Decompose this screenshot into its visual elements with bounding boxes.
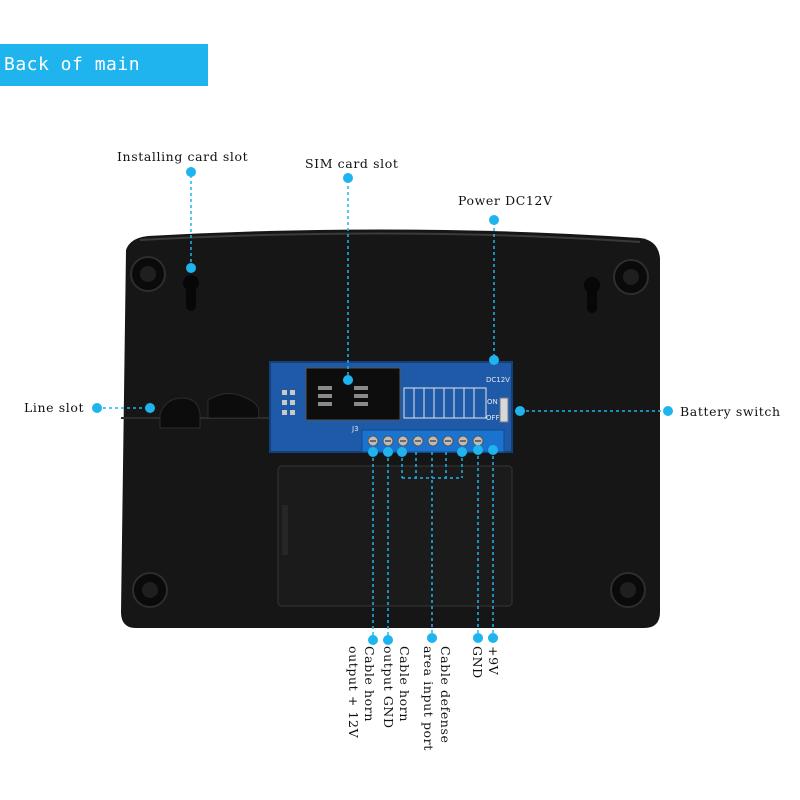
pcb-off-label: OFF xyxy=(486,414,500,422)
screw-bottom-right-icon xyxy=(610,572,646,608)
label-defense-area-line1: Cable defense xyxy=(438,646,453,744)
label-plus-9v: +9V xyxy=(486,646,501,676)
label-cable-horn-gnd-line1: output GND xyxy=(381,646,396,729)
label-line-slot: Line slot xyxy=(24,400,85,415)
callout-dot-sim xyxy=(343,173,353,183)
label-cable-horn-12v-line1: Cable horn xyxy=(362,646,377,722)
terminal-screws xyxy=(367,435,484,447)
pcb-dc-label: DC12V xyxy=(486,376,510,384)
callout-dot-installing xyxy=(186,167,196,177)
label-power-dc12v: Power DC12V xyxy=(458,193,553,208)
label-battery-switch: Battery switch xyxy=(680,404,781,419)
label-cable-horn-12v-line2: output + 12V xyxy=(346,646,361,739)
label-gnd: GND xyxy=(470,646,485,679)
pcb-terminal-label: J3 xyxy=(351,425,359,433)
callout-dot-power xyxy=(489,215,499,225)
battery-cover xyxy=(277,465,513,607)
label-cable-horn-gnd-line2: Cable horn xyxy=(397,646,412,722)
pcb-on-label: ON xyxy=(487,398,498,406)
label-sim-card-slot: SIM card slot xyxy=(305,156,399,171)
label-installing-card-slot: Installing card slot xyxy=(117,149,249,164)
mounting-keyhole-right-icon xyxy=(584,277,600,313)
mounting-keyhole-left-icon xyxy=(183,275,199,311)
label-defense-area-line2: area input port xyxy=(421,646,436,751)
screw-top-left-icon xyxy=(130,256,166,292)
section-banner: Back of main engine xyxy=(0,44,208,117)
line-slot-clip-right xyxy=(207,393,260,419)
battery-switch-knob xyxy=(499,397,509,423)
line-slot-clip-left xyxy=(159,397,201,429)
callout-dot-line xyxy=(92,403,102,413)
screw-top-right-icon xyxy=(613,259,649,295)
callout-dot-battery xyxy=(663,406,673,416)
screw-bottom-left-icon xyxy=(132,572,168,608)
